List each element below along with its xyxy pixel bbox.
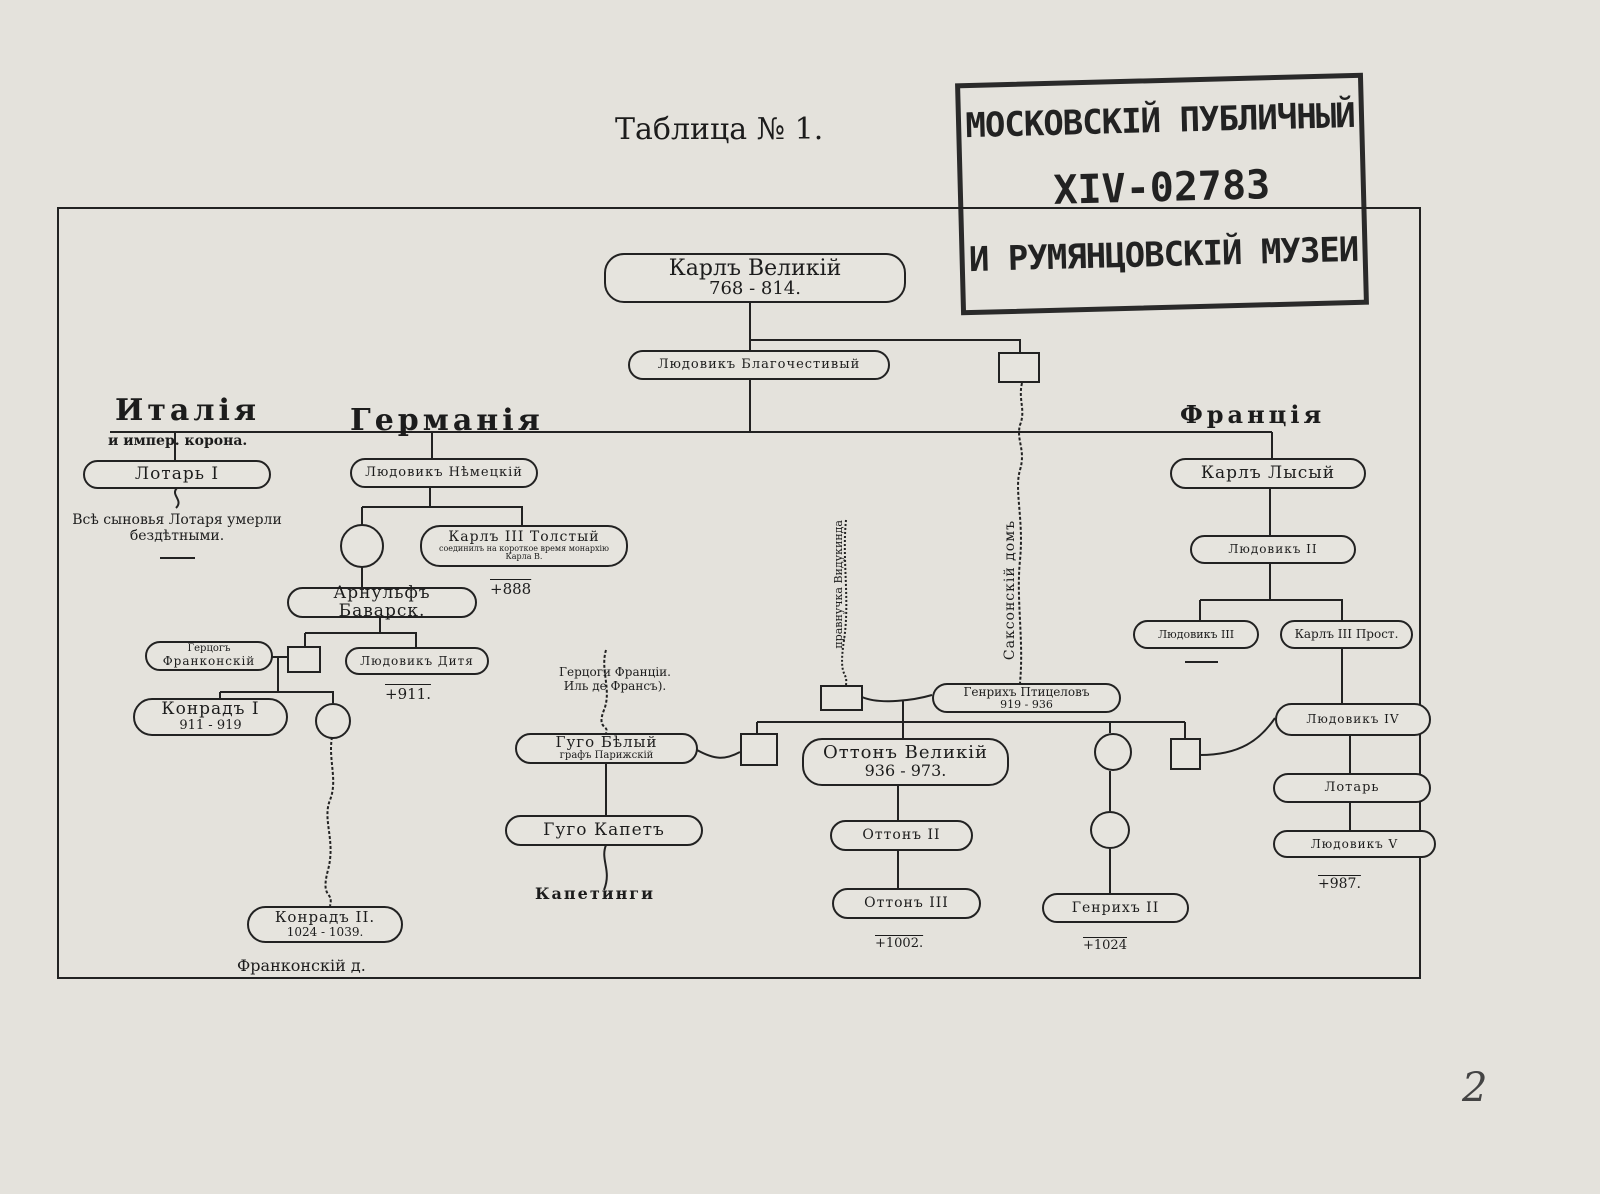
node-lotar-1: Лотарь I <box>83 460 271 489</box>
region-germany: Германія <box>350 403 544 438</box>
connector-main <box>110 431 1273 460</box>
death-911: +911. <box>385 685 431 703</box>
node-genrikh-2: Генрихъ II <box>1042 893 1189 923</box>
unknown-person-square <box>820 685 863 711</box>
unknown-person-square <box>740 733 778 766</box>
connector-germany <box>304 488 523 647</box>
unknown-person-square <box>1170 738 1201 770</box>
node-name: Конрадъ II. <box>274 908 376 927</box>
death-987: +987. <box>1318 876 1361 892</box>
node-years: 911 - 919 <box>179 718 242 734</box>
node-years: 768 - 814. <box>709 278 801 300</box>
page-number: 2 <box>1462 1065 1488 1111</box>
node-karl-veliky: Карлъ Великій 768 - 814. <box>604 253 906 303</box>
node-name: Оттонъ Великій <box>823 742 988 764</box>
node-name: Людовикъ V <box>1310 836 1399 851</box>
lotar-note: Всѣ сыновья Лотаря умерли бездѣтными. <box>72 512 282 544</box>
node-ludovik-4: Людовикъ IV <box>1275 703 1431 736</box>
node-karl-3-tolsty: Карлъ III Толстый соединилъ на короткое … <box>420 525 628 567</box>
node-name: Карлъ Великій <box>668 256 842 281</box>
node-name: Гуго Бѣлый <box>555 733 658 752</box>
death-1024: +1024 <box>1083 938 1127 953</box>
node-name: Оттонъ III <box>864 895 949 912</box>
diagram-frame <box>57 207 1421 979</box>
node-otton-2: Оттонъ II <box>830 820 973 851</box>
node-ludovik-ditya: Людовикъ Дитя <box>345 647 489 675</box>
node-note: соединилъ на короткое время монархію Кар… <box>438 543 610 562</box>
connector-saxony <box>756 694 1186 738</box>
node-ludovik-3: Людовикъ III <box>1133 620 1259 649</box>
frankonian-house-label: Франконскій д. <box>237 956 366 975</box>
node-otton-veliky: Оттонъ Великій 936 - 973. <box>802 738 1009 786</box>
node-name: Франконскій <box>162 653 256 668</box>
node-ludovik-nemecky: Людовикъ Нѣмецкій <box>350 458 538 488</box>
unknown-person-circle <box>340 524 384 568</box>
node-name: Людовикъ IV <box>1306 712 1400 727</box>
node-name: Людовикъ Дитя <box>360 653 474 668</box>
node-name: Гуго Капетъ <box>543 819 665 840</box>
gercogi-francii-label: Герцоги Франціи. Иль де Франсъ). <box>559 665 671 693</box>
node-name: Лотарь <box>1324 780 1380 796</box>
node-lotar: Лотарь <box>1273 773 1431 803</box>
node-years: 936 - 973. <box>864 761 947 781</box>
node-years: 1024 - 1039. <box>286 925 364 940</box>
unknown-person-circle <box>1090 811 1130 849</box>
node-name: Карлъ III Прост. <box>1294 627 1399 642</box>
node-hugo-capet: Гуго Капетъ <box>505 815 703 846</box>
connector-hugo <box>603 764 608 891</box>
connector-saxon <box>1017 382 1024 684</box>
unknown-person-circle <box>1094 733 1132 771</box>
end-marks <box>160 557 1218 663</box>
connector-frank <box>219 656 334 703</box>
node-name: Генрихъ Птицеловъ <box>963 684 1090 699</box>
node-karl-lysy: Карлъ Лысый <box>1170 458 1366 489</box>
unknown-person-square <box>287 646 321 673</box>
node-name: Лотарь I <box>134 463 220 484</box>
region-italy: Италія <box>115 393 261 428</box>
connector-otto <box>897 771 1111 893</box>
node-gercog-frank: Герцогъ Франконскій <box>145 641 273 671</box>
saxon-house-label: Саксонскій домъ <box>1002 520 1018 661</box>
death-888: +888 <box>490 580 532 598</box>
connector-ludovik4-marriage <box>1199 717 1276 756</box>
node-title: Герцогъ <box>187 643 231 655</box>
node-ludovik-5: Людовикъ V <box>1273 830 1436 858</box>
node-name: Арнульфъ Баварск. <box>333 582 431 621</box>
connector-konrad2 <box>324 736 335 907</box>
node-sub: графъ Парижскій <box>559 750 654 762</box>
region-france: Франція <box>1180 400 1326 429</box>
node-name: Карлъ III Толстый <box>448 529 600 546</box>
node-hugo-bely: Гуго Бѣлый графъ Парижскій <box>515 733 698 764</box>
connector-hugo-marriage <box>696 749 741 759</box>
connector-gercogi <box>600 649 608 734</box>
node-ludovik-blag: Людовикъ Благочестивый <box>628 350 890 380</box>
node-name: Генрихъ II <box>1071 899 1160 916</box>
node-years: 919 - 936 <box>1000 697 1053 711</box>
node-name: Людовикъ Нѣмецкій <box>365 465 523 481</box>
node-genrikh-ptitselov: Генрихъ Птицеловъ 919 - 936 <box>932 683 1121 713</box>
connector-lotar <box>174 487 180 509</box>
node-konrad-2: Конрадъ II. 1024 - 1039. <box>247 906 403 943</box>
region-italy-sub: и импер. корона. <box>108 433 248 449</box>
node-name: Конрадъ I <box>161 699 260 720</box>
node-name: Людовикъ II <box>1228 542 1318 557</box>
table-title: Таблица № 1. <box>615 112 824 147</box>
node-otton-3: Оттонъ III <box>832 888 981 919</box>
node-karl-3-prost: Карлъ III Прост. <box>1280 620 1413 649</box>
death-1002: +1002. <box>875 936 924 951</box>
node-ludovik-2: Людовикъ II <box>1190 535 1356 564</box>
vidukind-label: правнучка Видукинда <box>832 520 845 649</box>
node-name: Оттонъ II <box>862 827 941 844</box>
unknown-person-square <box>998 352 1040 383</box>
capetians-label: Капетинги <box>535 884 655 903</box>
node-name: Людовикъ III <box>1157 627 1235 641</box>
node-konrad-1: Конрадъ I 911 - 919 <box>133 698 288 736</box>
node-arnulf: Арнульфъ Баварск. <box>287 582 477 621</box>
node-name: Людовикъ Благочестивый <box>657 357 861 373</box>
connector-france <box>1199 488 1351 830</box>
node-name: Карлъ Лысый <box>1200 462 1336 483</box>
unknown-person-circle <box>315 703 351 739</box>
